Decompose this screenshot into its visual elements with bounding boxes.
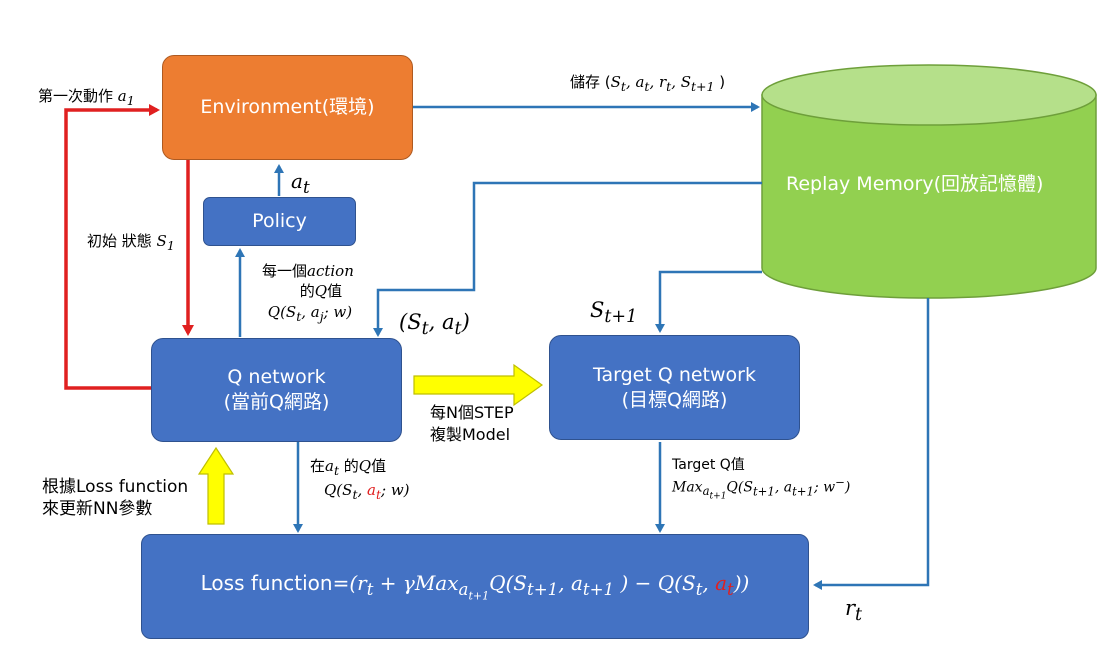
loss-function-box: Loss function=(rt + γMaxat+1Q(St+1, at+1…	[141, 534, 809, 639]
label-action-at: at	[291, 169, 310, 197]
label-reward: rt	[845, 596, 863, 626]
environment-label: Environment(環境)	[200, 96, 375, 119]
label-each-action-q: 每一個action 的Q值 Q(St, aj; w)	[262, 262, 354, 324]
label-update-nn: 根據Loss function 來更新NN參數	[42, 477, 189, 520]
label-next-state: St+1	[590, 298, 638, 328]
label-initial-state: 初始 狀態 S1	[87, 232, 175, 253]
arrow-memory-to-loss	[813, 298, 930, 590]
environment-box: Environment(環境)	[162, 55, 413, 160]
target-q-network-title: Target Q network	[593, 363, 756, 386]
loss-function-formula: Loss function=(rt + γMaxat+1Q(St+1, at+1…	[200, 570, 750, 603]
label-copy-model: 每N個STEP 複製Model	[430, 403, 514, 444]
policy-label: Policy	[252, 210, 307, 233]
q-highlight-action: a	[367, 480, 376, 499]
arrow-qnet-to-env	[64, 104, 160, 390]
label-q-value-at: 在at 的Q值 Q(St, at; w)	[310, 457, 410, 502]
loss-highlight-action: a	[715, 570, 728, 595]
arrow-update-nn	[197, 446, 235, 525]
arrow-copy-model	[413, 363, 544, 407]
replay-memory-cylinder	[761, 64, 1097, 299]
arrow-memory-to-qnet	[373, 181, 762, 337]
label-first-action: 第一次動作 a1	[38, 87, 135, 108]
target-q-network-box: Target Q network (目標Q網路)	[549, 335, 800, 440]
q-network-box: Q network (當前Q網路)	[151, 338, 402, 442]
q-network-title: Q network	[227, 366, 326, 389]
policy-box: Policy	[203, 197, 356, 246]
target-q-network-subtitle: (目標Q網路)	[621, 388, 728, 411]
label-state-action: (St, at)	[399, 310, 470, 340]
q-network-subtitle: (當前Q網路)	[223, 391, 330, 413]
arrow-memory-to-target	[655, 270, 762, 333]
label-store: 儲存 (St, at, rt, St+1 )	[570, 73, 726, 94]
label-target-q-value: Target Q值 Maxat+1Q(St+1, at+1; w−)	[672, 457, 851, 502]
replay-memory-label: Replay Memory(回放記憶體)	[786, 173, 1044, 195]
